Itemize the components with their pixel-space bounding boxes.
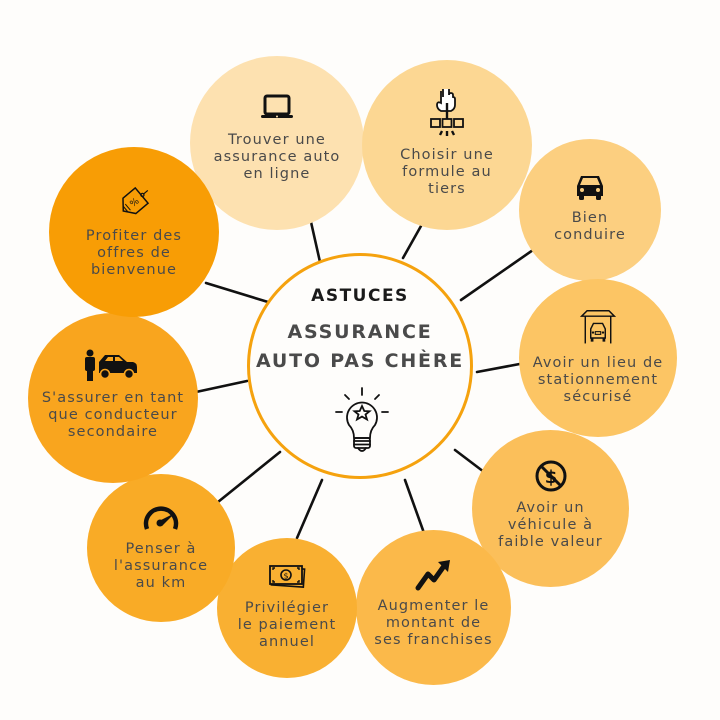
hub-kicker: ASTUCES — [311, 286, 409, 306]
connector-online — [309, 220, 322, 264]
connector-third-party — [401, 224, 423, 260]
tip-per-km: Penser à l'assurance au km — [87, 474, 235, 622]
tip-annual: $ Privilégier le paiement annuel — [217, 538, 357, 678]
connector-parking — [475, 361, 527, 374]
tip-label: Bien conduire — [554, 210, 626, 243]
tip-label: Profiter des offres de bienvenue — [85, 227, 183, 278]
connector-deductible — [403, 478, 426, 535]
trend-up-arrow-icon — [414, 556, 454, 592]
tip-label: Avoir un lieu de stationnement sécurisé — [532, 354, 664, 405]
laptop-icon — [257, 90, 297, 126]
discount-tag-icon: % — [114, 182, 154, 222]
connector-per-km — [216, 450, 282, 504]
connector-welcome-offers — [204, 281, 270, 304]
lightbulb-star-icon — [335, 387, 389, 452]
tip-label: S'assurer en tant que conducteur seconda… — [41, 389, 185, 440]
tip-third-party: Choisir une formule au tiers — [362, 60, 532, 230]
connector-secondary-driver — [194, 379, 249, 394]
tip-label: Augmenter le montant de ses franchises — [374, 598, 493, 648]
person-car-icon — [83, 348, 143, 384]
connector-drive-well — [459, 248, 535, 302]
tip-deductible: Augmenter le montant de ses franchises — [356, 530, 511, 685]
banknote-icon: $ — [267, 558, 307, 594]
no-dollar-icon: $ — [531, 458, 571, 494]
tip-low-value: $ Avoir un véhicule à faible valeur — [472, 430, 629, 587]
car-icon — [570, 168, 610, 204]
tip-label: Privilégier le paiement annuel — [237, 599, 337, 650]
svg-text:$: $ — [283, 571, 288, 580]
tip-secondary-driver: S'assurer en tant que conducteur seconda… — [28, 313, 198, 483]
tip-label: Trouver une assurance auto en ligne — [213, 131, 341, 182]
tip-label: Choisir une formule au tiers — [400, 146, 494, 197]
connector-annual — [295, 478, 324, 540]
hand-pointer-select-icon — [427, 88, 467, 141]
tip-drive-well: Bien conduire — [519, 139, 661, 281]
tip-parking: Avoir un lieu de stationnement sécurisé — [519, 279, 677, 437]
svg-text:$: $ — [544, 467, 557, 488]
tip-online: Trouver une assurance auto en ligne — [190, 56, 364, 230]
tip-welcome-offers: % Profiter des offres de bienvenue — [49, 147, 219, 317]
tip-label: Avoir un véhicule à faible valeur — [498, 500, 603, 550]
speedometer-icon — [141, 499, 181, 535]
central-hub: ASTUCES ASSURANCE AUTO PAS CHÈRE — [247, 253, 473, 479]
svg-text:%: % — [128, 196, 141, 209]
tip-label: Penser à l'assurance au km — [113, 540, 209, 591]
hub-title: ASSURANCE AUTO PAS CHÈRE — [255, 321, 465, 372]
garage-car-icon — [578, 307, 618, 349]
